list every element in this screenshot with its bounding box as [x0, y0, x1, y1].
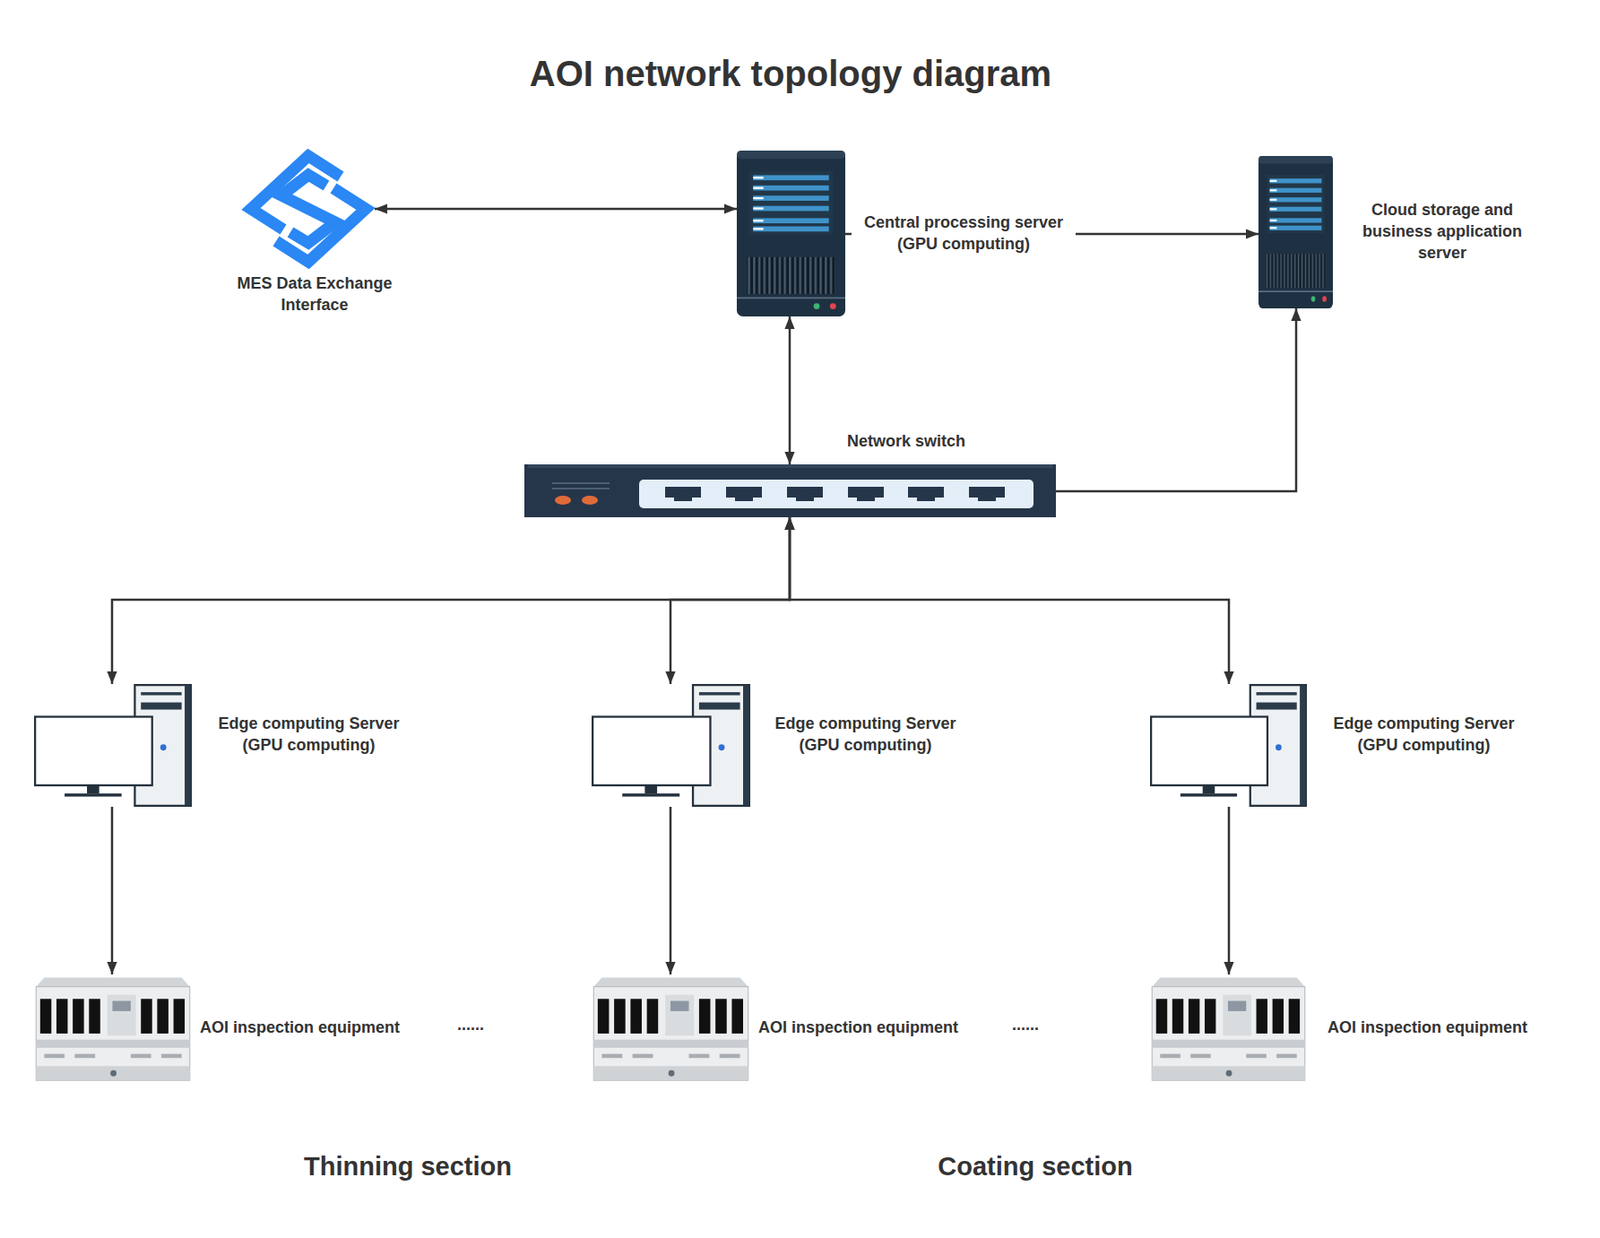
- mes-interface: MES Data Exchange Interface: [242, 153, 375, 266]
- switch-icon: [524, 464, 1056, 518]
- edge-server: Edge computing Server (GPU computing): [591, 683, 751, 807]
- server-icon: [736, 150, 846, 317]
- node-label: AOI inspection equipment: [1327, 1016, 1597, 1038]
- connector: [112, 517, 790, 684]
- connector: [789, 517, 1229, 684]
- ellipsis-mark: ......: [1011, 1015, 1039, 1035]
- computer-icon: [34, 684, 191, 806]
- ellipsis-mark: ......: [457, 1015, 485, 1035]
- machine-icon: [35, 977, 190, 1081]
- machine-icon: [593, 977, 748, 1081]
- node-label: Edge computing Server (GPU computing): [769, 712, 962, 756]
- node-label: Cloud storage and business application s…: [1348, 198, 1537, 264]
- central-server: Central processing server (GPU computing…: [736, 150, 846, 317]
- connector: [111, 806, 114, 975]
- connector: [1228, 806, 1231, 975]
- aoi-equipment: AOI inspection equipment: [1150, 974, 1307, 1087]
- mes-logo: [250, 155, 366, 262]
- server-icon: [1258, 155, 1333, 309]
- connector: [670, 517, 790, 684]
- computer-icon: [1150, 684, 1306, 806]
- connector: [788, 316, 792, 465]
- cloud-server: Cloud storage and business application s…: [1258, 155, 1333, 309]
- node-label: MES Data Exchange Interface: [216, 272, 414, 316]
- node-label: Edge computing Server (GPU computing): [212, 712, 406, 756]
- node-label: Edge computing Server (GPU computing): [1327, 712, 1521, 756]
- node-label: AOI inspection equipment: [199, 1016, 469, 1038]
- node-label: AOI inspection equipment: [758, 1016, 1028, 1038]
- section-label: Coating section: [937, 1151, 1133, 1182]
- node-label: Central processing server (GPU computing…: [851, 211, 1076, 255]
- diagram-title: AOI network topology diagram: [529, 53, 1052, 95]
- node-label: Network switch: [834, 430, 978, 452]
- section-label: Thinning section: [303, 1151, 512, 1182]
- edge-server: Edge computing Server (GPU computing): [1150, 683, 1307, 807]
- computer-icon: [592, 684, 750, 806]
- connector: [374, 207, 737, 211]
- connector: [1055, 308, 1297, 492]
- connector: [669, 806, 673, 975]
- network-switch: Network switch: [524, 464, 1056, 518]
- aoi-equipment: AOI inspection equipment: [591, 974, 751, 1087]
- machine-icon: [1151, 977, 1305, 1081]
- edge-server: Edge computing Server (GPU computing): [34, 683, 192, 807]
- aoi-equipment: AOI inspection equipment: [34, 974, 192, 1087]
